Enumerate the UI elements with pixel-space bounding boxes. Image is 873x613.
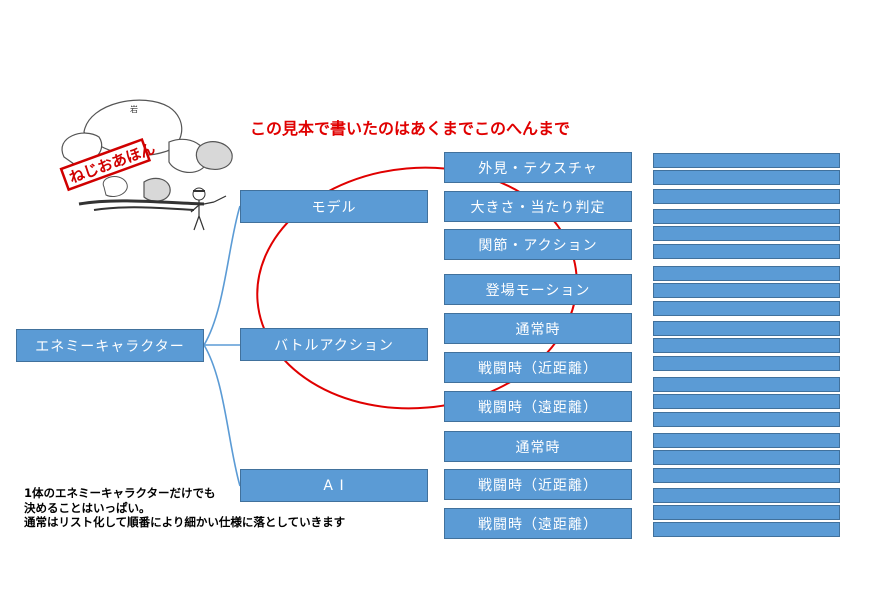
note-line-3: 通常はリスト化して順番により細かい仕様に落としていきます <box>24 515 346 529</box>
spec-bar <box>653 321 840 336</box>
category-node-battle-action: バトルアクション <box>240 328 428 361</box>
detail-node-entrance-motion: 登場モーション <box>444 274 632 305</box>
small-character-drawing <box>190 187 227 231</box>
connector-root-to-ai <box>203 344 241 487</box>
root-node-enemy-character: エネミーキャラクター <box>16 329 204 362</box>
spec-bar <box>653 356 840 371</box>
spec-bar <box>653 338 840 353</box>
spec-bar <box>653 522 840 537</box>
spec-bar <box>653 189 840 204</box>
spec-bar <box>653 283 840 298</box>
spec-bar <box>653 170 840 185</box>
page-title: この見本で書いたのはあくまでこのへんまで <box>250 119 571 138</box>
spec-bar <box>653 244 840 259</box>
rock-label: 岩 <box>130 104 138 114</box>
spec-bar <box>653 468 840 483</box>
category-node-ai: A I <box>240 469 428 502</box>
spec-bar <box>653 153 840 168</box>
spec-bar <box>653 266 840 281</box>
category-node-model: モデル <box>240 190 428 223</box>
spec-bar <box>653 433 840 448</box>
explanation-note: 1体のエネミーキャラクターだけでも 決めることはいっぱい。 通常はリスト化して順… <box>24 486 345 530</box>
spec-bar <box>653 450 840 465</box>
logo-illustration: 岩 ねじおあほん <box>44 92 244 242</box>
detail-node-ai-long-range: 戦闘時（遠距離） <box>444 508 632 539</box>
connector-root-to-model <box>203 205 241 346</box>
detail-node-ai-short-range: 戦闘時（近距離） <box>444 469 632 500</box>
detail-node-battle-long-range: 戦闘時（遠距離） <box>444 391 632 422</box>
detail-node-battle-normal: 通常時 <box>444 313 632 344</box>
detail-node-battle-short-range: 戦闘時（近距離） <box>444 352 632 383</box>
spec-bar <box>653 505 840 520</box>
detail-node-appearance: 外見・テクスチャ <box>444 152 632 183</box>
detail-node-size-hitbox: 大きさ・当たり判定 <box>444 191 632 222</box>
spec-bar <box>653 412 840 427</box>
note-line-1: 1体のエネミーキャラクターだけでも <box>24 486 216 500</box>
spec-bar <box>653 301 840 316</box>
spec-bar <box>653 394 840 409</box>
spec-bar <box>653 377 840 392</box>
rock-character-illustration: 岩 ねじおあほん <box>59 99 233 231</box>
note-line-2: 決めることはいっぱい。 <box>24 500 151 515</box>
spec-bar <box>653 226 840 241</box>
detail-node-joints-action: 関節・アクション <box>444 229 632 260</box>
detail-node-ai-normal: 通常時 <box>444 431 632 462</box>
spec-bar <box>653 209 840 224</box>
spec-bar <box>653 488 840 503</box>
